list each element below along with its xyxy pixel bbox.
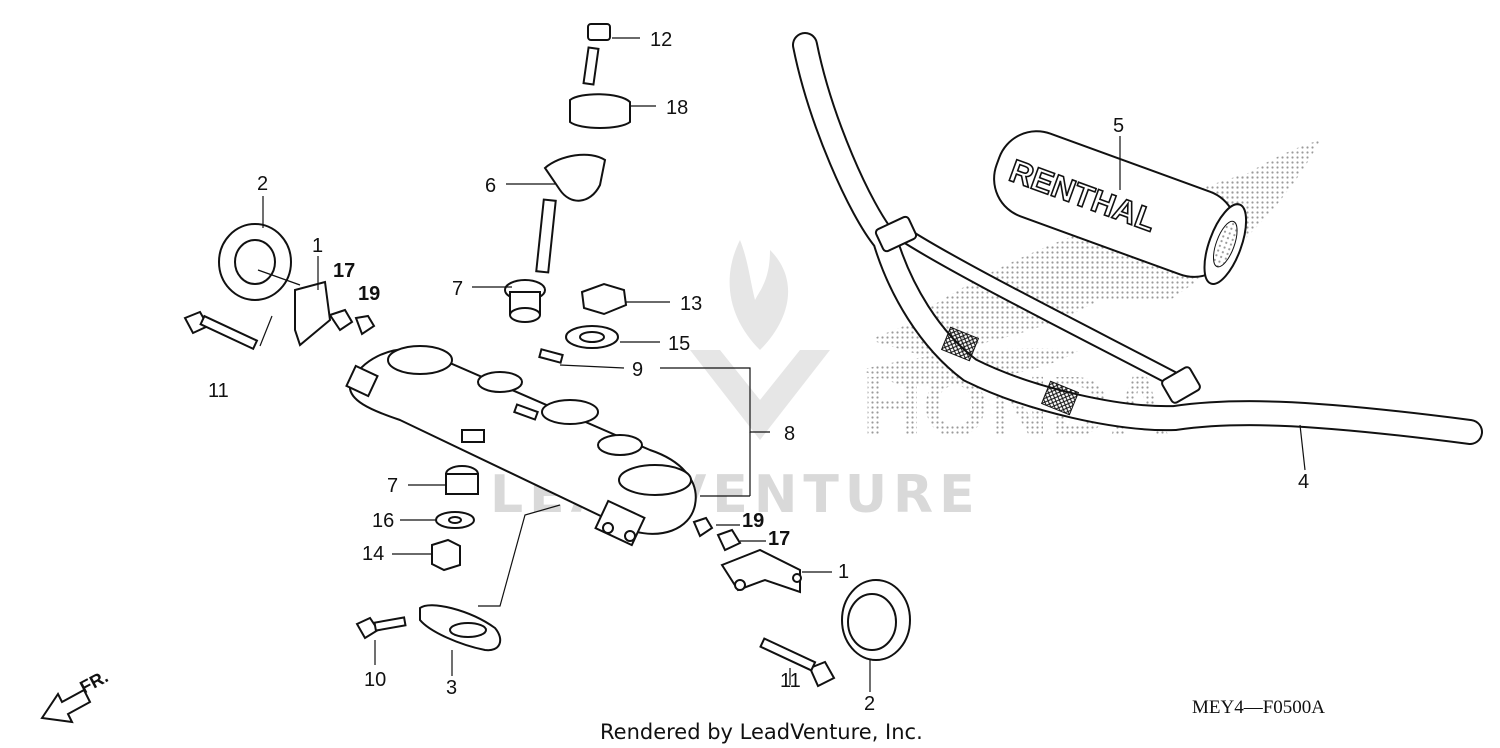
callout-9: 9 [632,359,643,381]
watermark: LEADVENTURE [490,240,975,525]
callout-3: 3 [446,677,457,699]
bar-holder-assembly [535,23,631,274]
callout-7-upper: 7 [452,278,463,300]
callout-17-left: 17 [333,260,355,282]
footer-credit: Rendered by LeadVenture, Inc. [600,720,923,744]
callout-15: 15 [668,333,690,355]
diagram-code: MEY4—F0500A [1192,697,1325,718]
front-indicator: FR. [40,666,111,724]
callout-19-left: 19 [358,283,380,305]
callout-13: 13 [680,293,702,315]
callout-11-right: 11 [780,670,801,692]
callout-14: 14 [362,543,384,565]
callout-6: 6 [485,175,496,197]
callout-labels: 12 18 6 7 13 15 9 8 2 1 17 19 11 5 4 7 1… [208,29,1309,715]
callout-17-right: 17 [768,528,790,550]
callout-18: 18 [666,97,688,119]
callout-1-left: 1 [312,235,323,257]
callout-10: 10 [364,669,386,691]
callout-2-right: 2 [864,693,875,715]
top-triple-clamp [345,345,697,547]
callout-1-right: 1 [838,561,849,583]
right-bar-end-assembly [355,516,911,688]
callout-4: 4 [1298,471,1309,493]
callout-11-left: 11 [208,380,229,402]
callout-2-left: 2 [257,173,268,195]
callout-5: 5 [1113,115,1124,137]
callout-12: 12 [650,29,672,51]
left-bar-end-assembly [183,223,376,351]
leader-lines [259,37,1306,692]
callout-8: 8 [784,423,795,445]
front-arrow-icon [40,688,92,724]
callout-7-lower: 7 [387,475,398,497]
callout-19-right: 19 [742,510,764,532]
callout-16: 16 [372,510,394,532]
handlebar [792,32,1483,445]
